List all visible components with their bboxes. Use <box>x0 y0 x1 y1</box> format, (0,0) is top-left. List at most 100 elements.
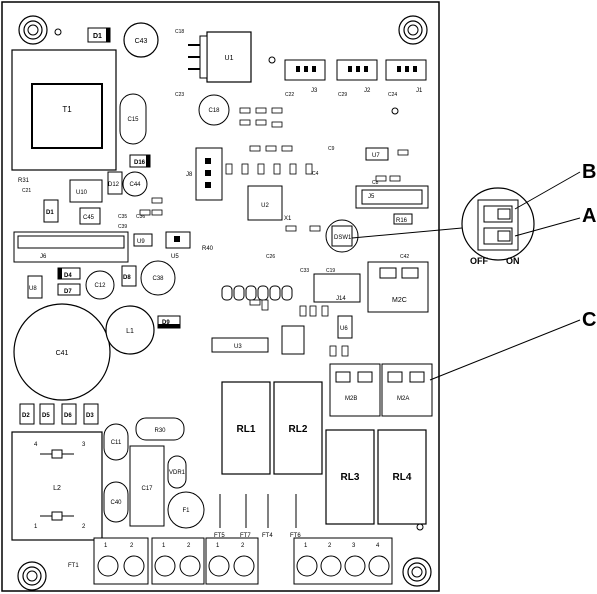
svg-text:U1: U1 <box>225 55 234 62</box>
ic-u7: U7 <box>365 147 389 161</box>
svg-text:2: 2 <box>82 524 86 530</box>
svg-text:J5: J5 <box>368 194 375 200</box>
svg-text:J3: J3 <box>311 88 318 94</box>
ic-u5: U5 <box>165 231 191 260</box>
cap-label: C35 <box>118 214 127 220</box>
svg-text:1: 1 <box>104 543 108 549</box>
svg-text:L1: L1 <box>126 328 134 335</box>
svg-text:C18: C18 <box>208 108 220 114</box>
diode-d12: D12 <box>107 171 123 195</box>
connector-j14: J14 <box>313 273 361 303</box>
cap-label: C9 <box>328 146 335 152</box>
resistor-r16: R16 <box>393 213 413 225</box>
cap-label: C33 <box>300 268 309 274</box>
svg-text:RL1: RL1 <box>237 424 256 435</box>
svg-text:U10: U10 <box>76 190 88 196</box>
diode-d6-label: D6 <box>64 413 72 419</box>
svg-text:D8: D8 <box>123 275 131 281</box>
svg-text:D9: D9 <box>162 320 170 326</box>
ic-u1: U1 <box>188 31 252 83</box>
svg-text:C40: C40 <box>110 500 122 506</box>
callout-b: B <box>582 161 596 183</box>
callout-c: C <box>582 309 596 331</box>
svg-text:C43: C43 <box>135 38 148 45</box>
svg-text:2: 2 <box>241 543 245 549</box>
capacitor-c40: C40 <box>103 481 129 523</box>
cap-label: C39 <box>118 224 127 230</box>
connector-j3: J3 <box>284 59 326 94</box>
cap-label: C26 <box>266 254 275 260</box>
svg-text:3: 3 <box>352 543 356 549</box>
svg-text:R31: R31 <box>18 178 30 184</box>
varistor-vdr1: VDR1 <box>167 455 187 489</box>
resistor-r40: R40 <box>202 246 214 252</box>
svg-text:D1: D1 <box>93 33 102 40</box>
svg-text:J1: J1 <box>416 88 423 94</box>
ic-u10: U10 <box>69 179 103 203</box>
svg-text:U6: U6 <box>340 326 348 332</box>
capacitor-c11: C11 <box>103 423 129 461</box>
svg-text:DSW1: DSW1 <box>334 235 352 241</box>
svg-text:3: 3 <box>82 442 86 448</box>
relay-rl1: RL1 <box>221 381 271 475</box>
terminal-ft6: FT6 <box>290 533 301 539</box>
resistor-r31: R31 <box>18 178 30 184</box>
connector-j6: J6 <box>13 231 129 263</box>
cap-label: C22 <box>285 92 294 98</box>
connector-j2: J2 <box>336 59 378 94</box>
diode-d1-left: D1 <box>43 199 59 223</box>
capacitor-c44: C44 <box>122 171 148 197</box>
terminal-ft1: FT1 <box>68 563 79 569</box>
fuse-f1: F1 <box>167 491 205 529</box>
svg-text:1: 1 <box>162 543 166 549</box>
cap-label: C18 <box>175 29 184 35</box>
diode-d7: D7 <box>57 283 81 296</box>
ic-u6: U6 <box>337 315 353 339</box>
cap-label: C24 <box>388 92 397 98</box>
svg-text:M2B: M2B <box>345 396 357 402</box>
diode-d16: D16 <box>129 154 151 168</box>
svg-text:D12: D12 <box>108 182 120 188</box>
terminal-ft7: FT7 <box>240 533 251 539</box>
switch-on-label: ON <box>506 256 520 266</box>
svg-text:C17: C17 <box>141 486 153 492</box>
svg-text:4: 4 <box>376 543 380 549</box>
connector-j8: J8 <box>186 147 223 201</box>
cap-label: C36 <box>136 214 145 220</box>
diode-d2-label: D2 <box>22 413 30 419</box>
svg-text:F1: F1 <box>182 508 190 514</box>
svg-text:D4: D4 <box>64 273 72 279</box>
svg-text:L2: L2 <box>53 485 61 492</box>
capacitor-c12: C12 <box>85 270 115 300</box>
svg-text:R16: R16 <box>396 218 408 224</box>
diode-d1-top: D1 <box>87 27 111 43</box>
relay-rl2: RL2 <box>273 381 323 475</box>
cap-label: C4 <box>312 171 319 177</box>
svg-text:4: 4 <box>34 442 38 448</box>
ic-u8: U8 <box>27 275 43 299</box>
cap-label: C23 <box>175 92 184 98</box>
svg-text:2: 2 <box>328 543 332 549</box>
svg-text:C44: C44 <box>129 182 141 188</box>
svg-text:U7: U7 <box>372 153 380 159</box>
transformer-label: T1 <box>62 105 72 114</box>
terminal-block-4: 1 2 3 4 <box>293 537 393 585</box>
callout-a: A <box>582 205 596 227</box>
svg-text:C11: C11 <box>111 440 122 446</box>
svg-text:C38: C38 <box>152 276 164 282</box>
diode-d4: D4 <box>57 267 81 280</box>
svg-text:R40: R40 <box>202 246 214 252</box>
pin-header <box>221 285 293 301</box>
svg-text:J6: J6 <box>40 254 47 260</box>
dip-switch-magnified: OFF ON <box>461 187 535 266</box>
connector-j5: J5 <box>355 185 429 209</box>
cap-label: C42 <box>400 254 409 260</box>
svg-text:RL3: RL3 <box>341 472 360 483</box>
smd-pads <box>139 107 409 357</box>
svg-text:J8: J8 <box>186 172 193 178</box>
motor-connector-m2a: M2A <box>381 363 433 417</box>
svg-text:1: 1 <box>34 524 38 530</box>
svg-text:D16: D16 <box>134 160 146 166</box>
svg-text:R30: R30 <box>154 428 166 434</box>
mounting-hole-bottom-left <box>17 561 47 591</box>
